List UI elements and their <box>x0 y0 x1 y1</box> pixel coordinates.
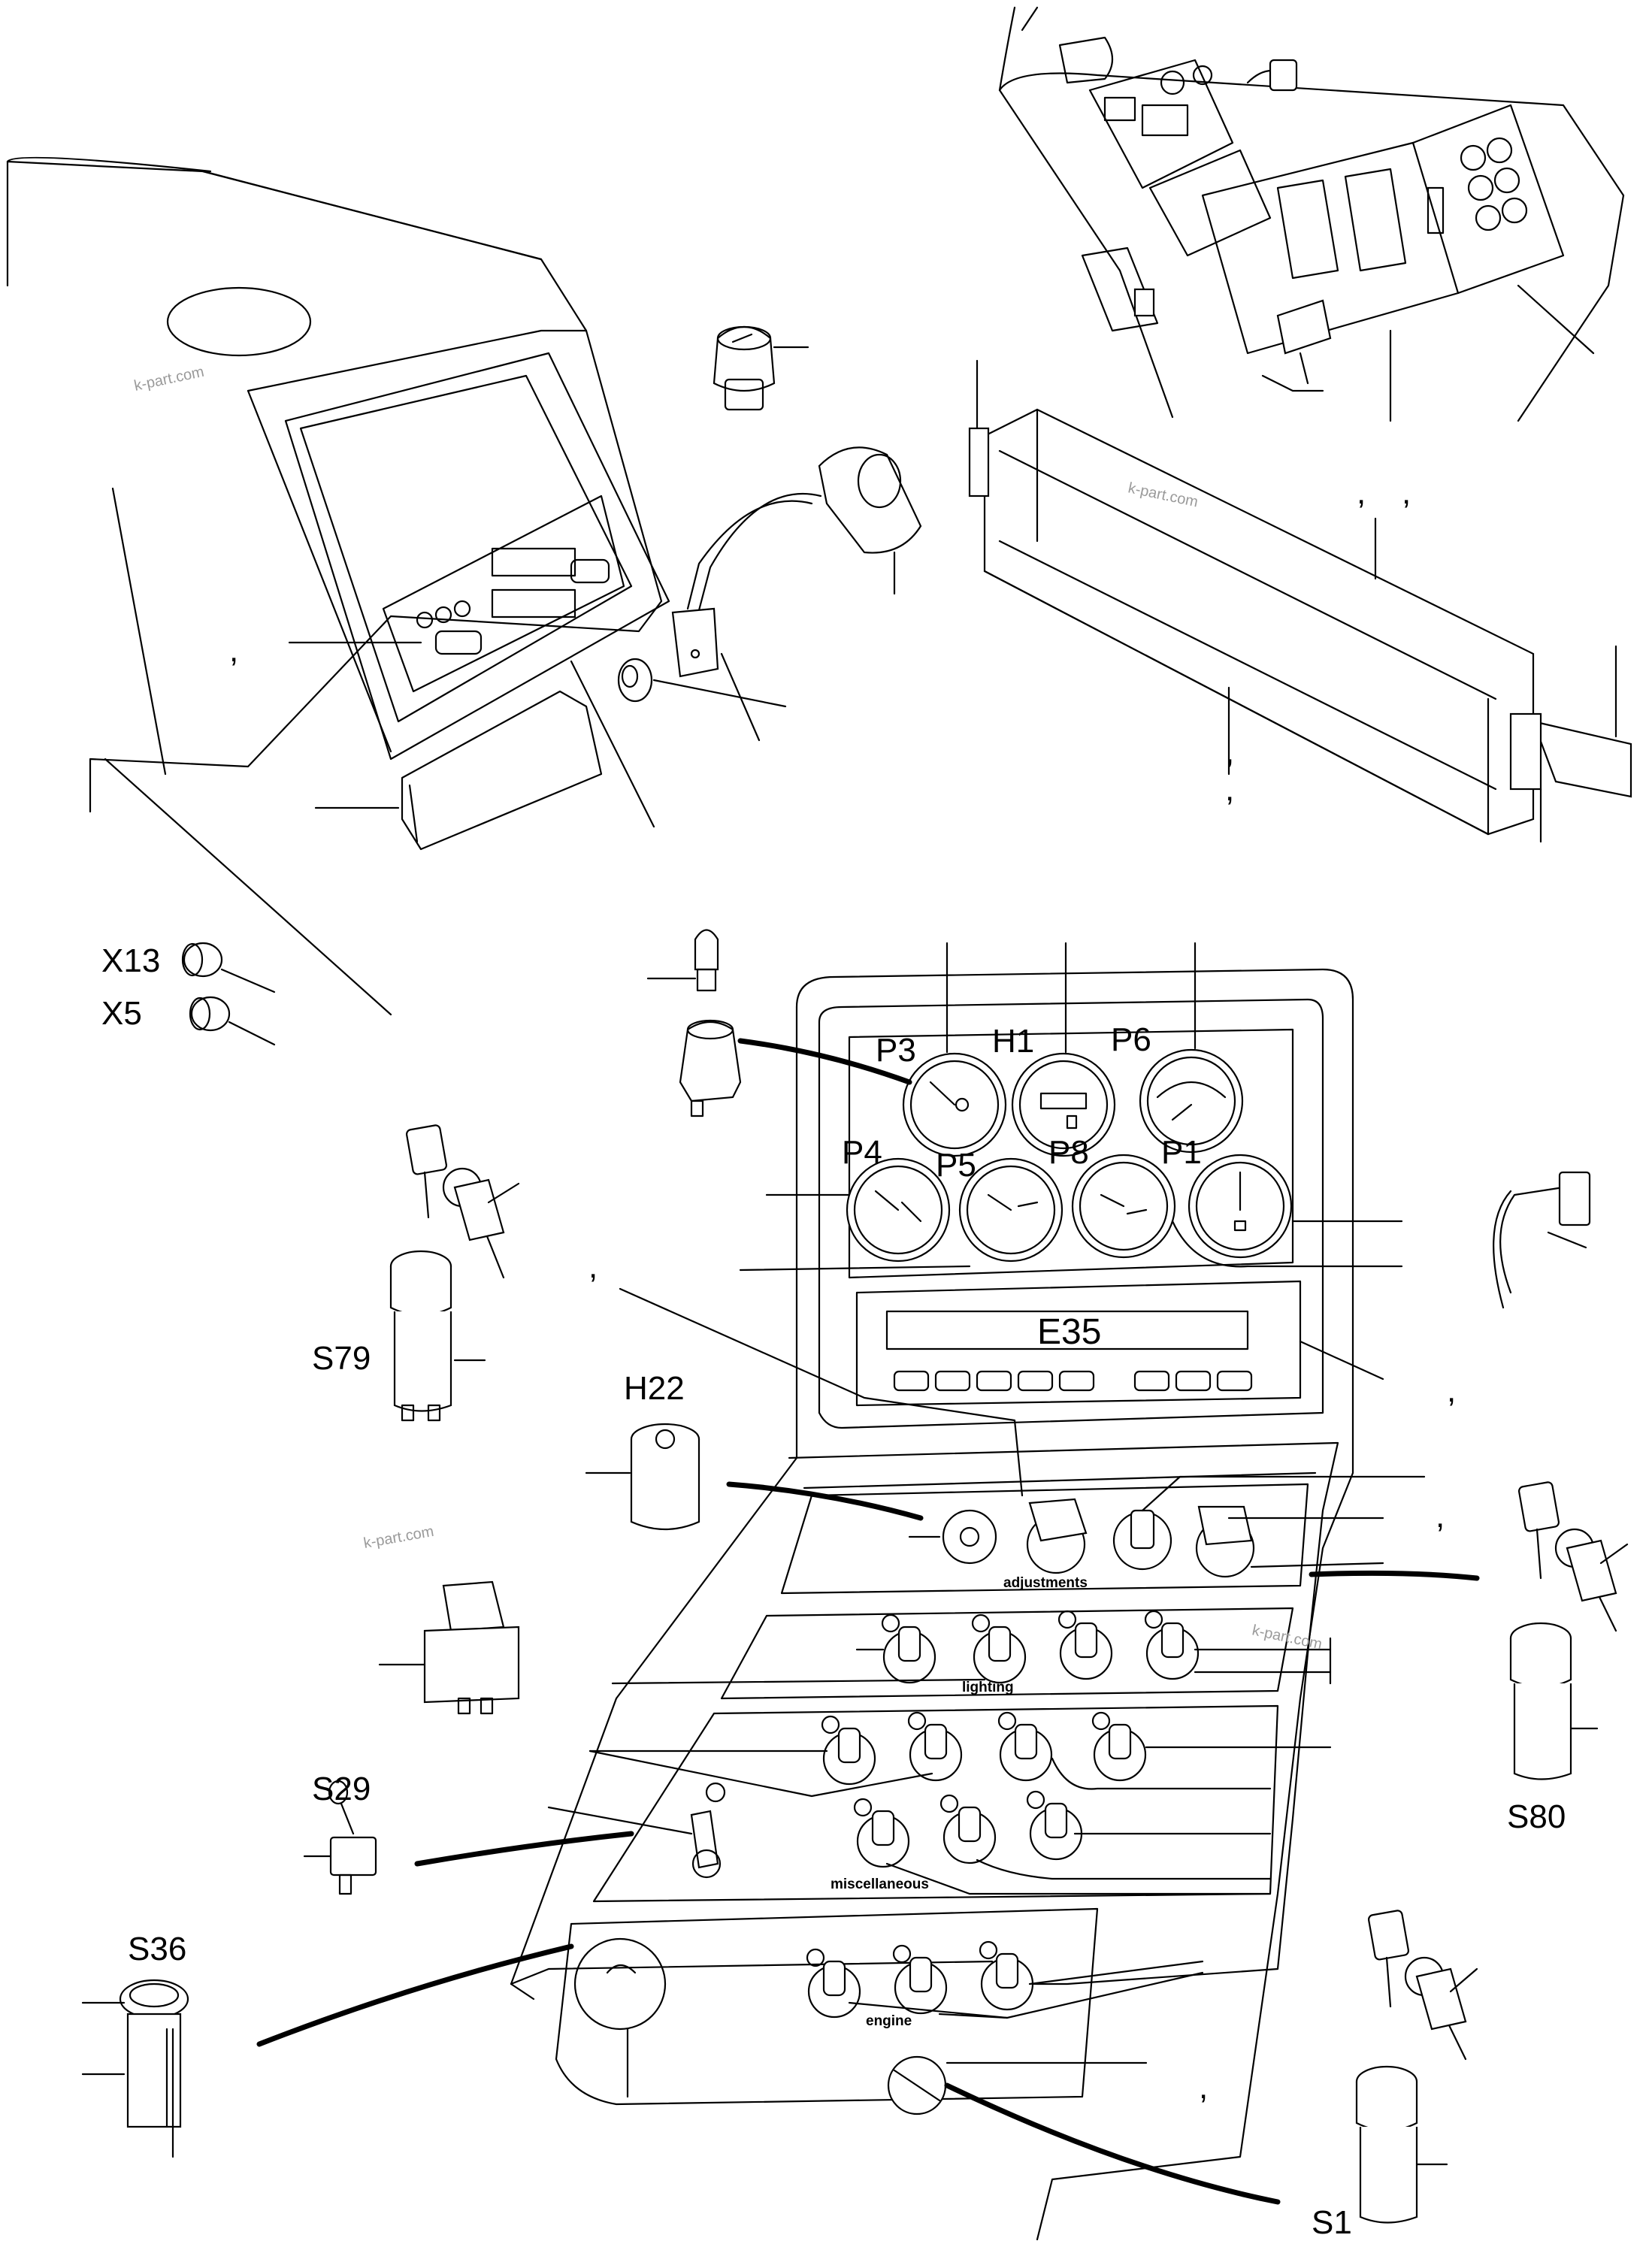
switch-s79 <box>389 1250 486 1422</box>
engine-controls <box>573 1937 1034 2115</box>
label-x5: X5 <box>101 995 142 1032</box>
label-p5: P5 <box>936 1147 976 1184</box>
label-p3: P3 <box>876 1032 916 1069</box>
gauge-p3 <box>902 1052 1007 1157</box>
comma: , <box>588 1248 598 1285</box>
lamp-h22 <box>585 1423 924 1531</box>
label-x13: X13 <box>101 942 160 979</box>
section-lighting: lighting <box>962 1680 1014 1695</box>
bulb-socket <box>679 1019 912 1117</box>
key-set-right-top <box>1517 1481 1629 1632</box>
label-s29: S29 <box>312 1771 371 1807</box>
section-miscellaneous: miscellaneous <box>831 1877 929 1892</box>
gauge-p5 <box>958 1157 1064 1263</box>
switch-s1 <box>944 2065 1448 2224</box>
label-s1: S1 <box>1312 2204 1352 2240</box>
label-s36: S36 <box>128 1931 186 1967</box>
watermark: k-part.com <box>1251 1622 1324 1653</box>
comma: , <box>1436 1498 1445 1535</box>
label-e35: E35 <box>1037 1312 1101 1352</box>
label-s80: S80 <box>1507 1798 1566 1835</box>
labels: X13 X5 P3 H1 P6 P4 P5 P8 P1 E35 S79 H22 … <box>101 364 1566 2241</box>
plug-x5 <box>189 996 276 1046</box>
bulb <box>646 929 719 992</box>
miscellaneous-knobs <box>690 1711 1147 1879</box>
watermark: k-part.com <box>362 1523 435 1552</box>
comma: , <box>1447 1372 1456 1409</box>
watermark: k-part.com <box>132 364 205 395</box>
gauge-h1 <box>1011 1052 1116 1157</box>
adjustments-knobs <box>942 1498 1255 1578</box>
gauge-p1 <box>1188 1154 1293 1259</box>
console-housing <box>6 156 670 1016</box>
button-s36 <box>81 1943 574 2158</box>
gauge-p8 <box>1071 1154 1176 1259</box>
comma: , <box>1402 474 1411 511</box>
switch-s80 <box>1509 1622 1599 1780</box>
lighting-knobs <box>881 1610 1200 1684</box>
comma: , <box>1225 771 1234 808</box>
label-p6: P6 <box>1111 1021 1151 1058</box>
comma: , <box>1225 733 1234 770</box>
comma: , <box>1357 474 1366 511</box>
terminal-block <box>968 359 1632 843</box>
key-set-left <box>405 1124 520 1279</box>
key-set-right-bottom <box>1367 1910 1478 2061</box>
label-p1: P1 <box>1161 1134 1202 1171</box>
label-p4: P4 <box>842 1134 882 1171</box>
lighter-socket <box>713 325 809 411</box>
label-h22: H22 <box>624 1370 685 1407</box>
section-adjustments: adjustments <box>1003 1575 1088 1591</box>
gauge-p6 <box>1139 1048 1244 1154</box>
plug-x13 <box>181 942 276 993</box>
label-s79: S79 <box>312 1340 371 1377</box>
leader-lines <box>547 942 1480 2098</box>
section-engine: engine <box>866 2013 912 2029</box>
work-lamp <box>617 446 922 742</box>
toggle-s29 <box>303 1780 634 1895</box>
comma: , <box>1199 2069 1208 2106</box>
rotary-switch <box>378 1580 520 1715</box>
cab-perspective <box>998 6 1625 422</box>
harness-connector <box>1493 1171 1591 1309</box>
comma: , <box>229 632 238 669</box>
label-h1: H1 <box>992 1023 1034 1060</box>
gauge-p4 <box>846 1157 951 1263</box>
label-p8: P8 <box>1048 1134 1089 1171</box>
